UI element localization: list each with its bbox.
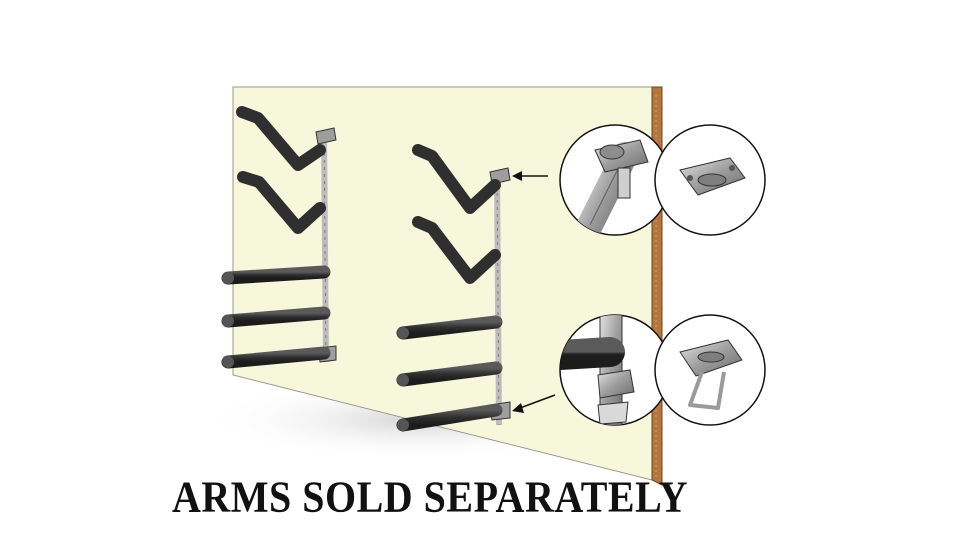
detail-circle-bottom-arm — [559, 314, 671, 426]
straight-arm — [396, 361, 503, 387]
v-arm — [412, 216, 501, 284]
v-arm — [236, 106, 326, 171]
v-arm — [412, 144, 501, 214]
bracket-loop-detail-icon — [654, 314, 766, 426]
arrow-left-icon — [512, 394, 556, 413]
straight-arm — [396, 403, 503, 432]
straight-arm — [221, 306, 331, 328]
rack-right — [396, 144, 511, 432]
bracket-detail-icon — [654, 124, 766, 236]
detail-circle-top-tube — [559, 124, 671, 236]
straight-arm — [221, 265, 331, 285]
straight-arm — [221, 346, 331, 369]
rack-top-bracket — [315, 127, 337, 145]
rack-rail — [321, 131, 329, 363]
caption-text: ARMS SOLD SEPARATELY — [171, 471, 689, 522]
straight-arm — [396, 315, 503, 340]
v-arm — [237, 171, 326, 234]
arrow-left-icon — [512, 171, 548, 181]
rack-left — [221, 106, 337, 369]
